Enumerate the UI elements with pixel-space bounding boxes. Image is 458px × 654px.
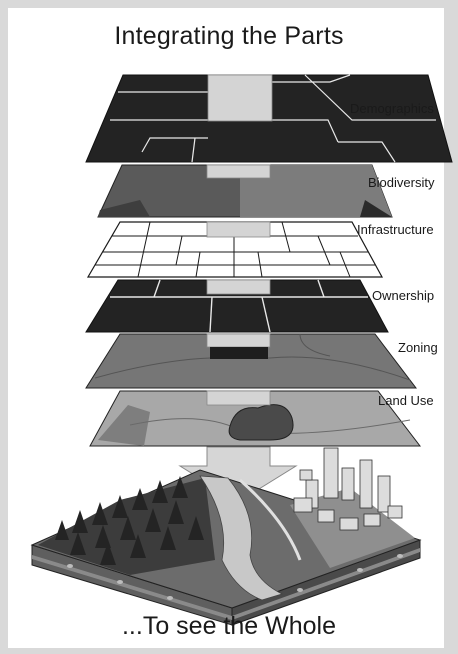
connector-block xyxy=(206,390,271,406)
layer-label-land-use: Land Use xyxy=(378,393,434,408)
figure-footer: ...To see the Whole xyxy=(121,612,336,640)
landscape-illustration xyxy=(30,447,422,626)
layer-ownership: Ownership xyxy=(85,279,434,333)
connector-block xyxy=(207,74,273,122)
layer-zoning: Zoning xyxy=(85,333,438,389)
connector-block xyxy=(206,164,271,179)
figure-title: Integrating the Parts xyxy=(114,22,344,50)
layer-biodiversity: Biodiversity xyxy=(97,164,435,218)
connector-block xyxy=(206,221,271,238)
layer-label-infrastructure: Infrastructure xyxy=(357,222,434,237)
layer-label-ownership: Ownership xyxy=(372,288,434,303)
connector-block xyxy=(206,333,271,348)
layer-label-zoning: Zoning xyxy=(398,340,438,355)
layer-infrastructure: Infrastructure xyxy=(86,221,434,278)
down-arrow-icon xyxy=(178,446,298,503)
layer-land-use: Land Use xyxy=(89,390,434,447)
connector-block xyxy=(206,279,271,295)
layer-label-biodiversity: Biodiversity xyxy=(368,175,435,190)
layer-demographics: Demographics xyxy=(85,74,453,163)
layer-label-demographics: Demographics xyxy=(350,101,434,116)
